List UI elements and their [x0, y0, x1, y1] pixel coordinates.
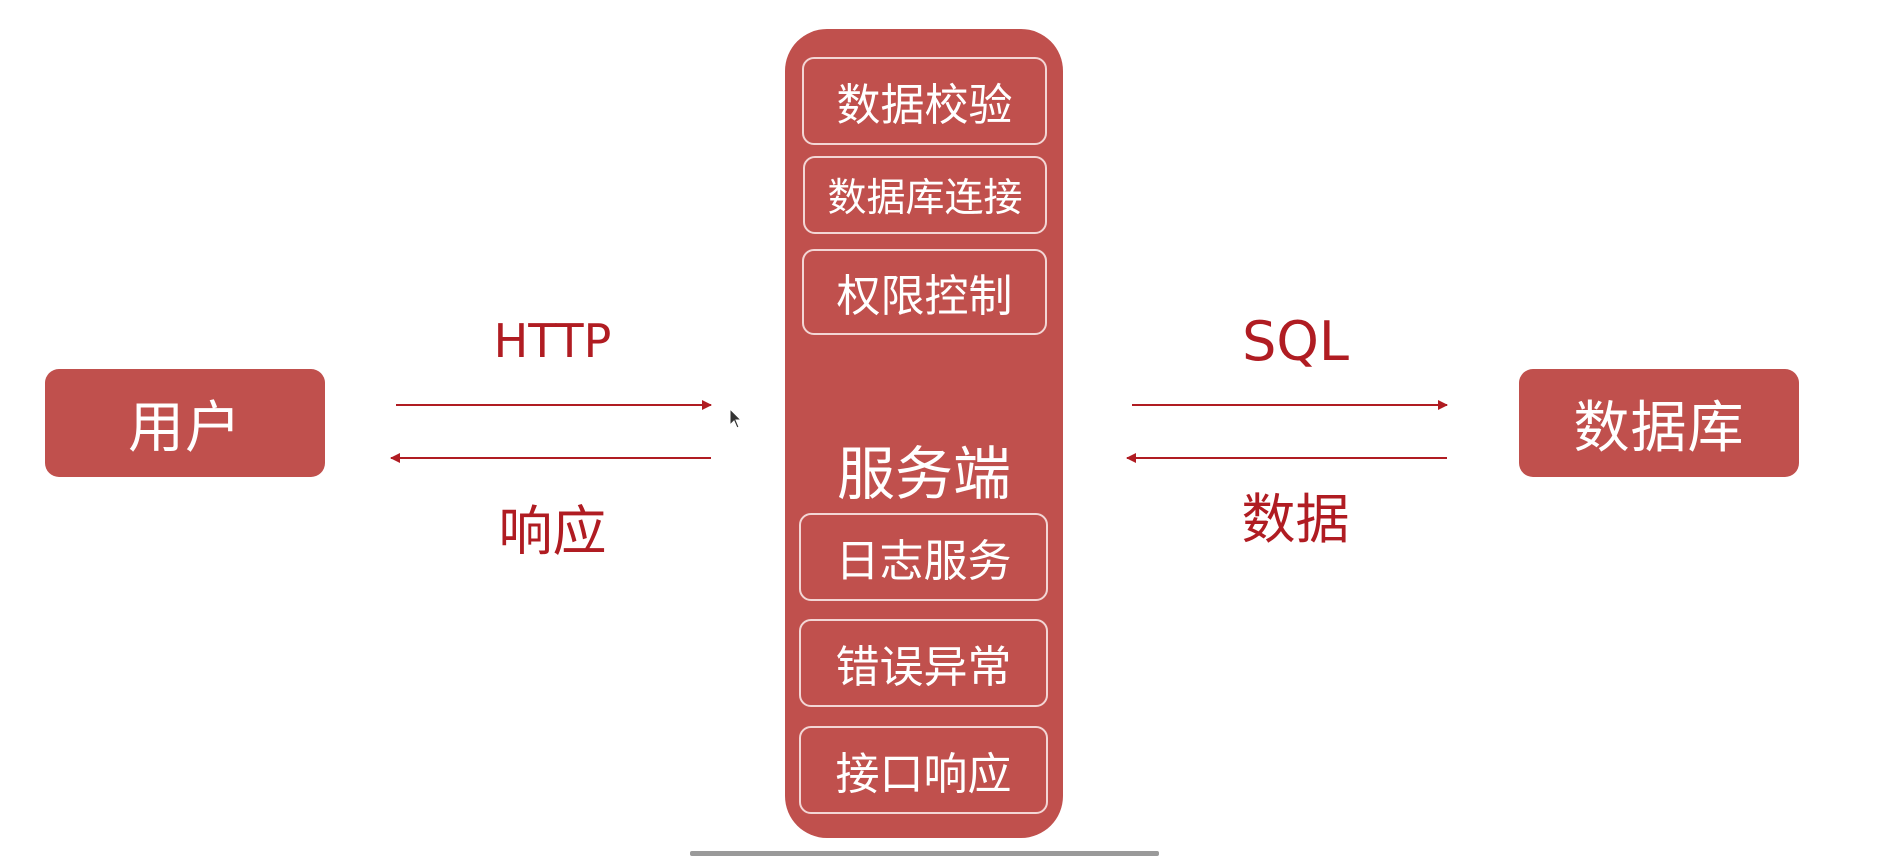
server-module: 权限控制	[802, 249, 1047, 335]
server-module: 接口响应	[799, 726, 1048, 814]
server-node: 数据校验 数据库连接 权限控制 服务端 日志服务 错误异常 接口响应	[785, 29, 1063, 838]
server-module: 数据库连接	[803, 156, 1047, 234]
server-module-label: 数据校验	[836, 80, 1013, 131]
database-node: 数据库	[1519, 369, 1799, 477]
server-module: 数据校验	[802, 57, 1047, 145]
server-module-label: 接口响应	[835, 749, 1012, 800]
database-node-label: 数据库	[1573, 395, 1745, 461]
horizontal-scrollbar[interactable]	[690, 851, 1159, 856]
server-module: 日志服务	[799, 513, 1048, 601]
user-node-label: 用户	[128, 395, 242, 461]
server-node-label: 服务端	[836, 440, 1011, 508]
mouse-pointer-icon	[729, 408, 743, 429]
server-module-label: 权限控制	[836, 271, 1013, 322]
server-module-label: 日志服务	[835, 536, 1012, 587]
server-module-label: 错误异常	[835, 642, 1012, 693]
response-label: 响应	[498, 499, 607, 563]
user-node: 用户	[45, 369, 325, 477]
server-module: 错误异常	[799, 619, 1048, 707]
sql-label: SQL	[1242, 309, 1349, 373]
server-module-label: 数据库连接	[827, 176, 1023, 221]
http-label: HTTP	[493, 314, 612, 368]
data-label: 数据	[1241, 487, 1350, 551]
